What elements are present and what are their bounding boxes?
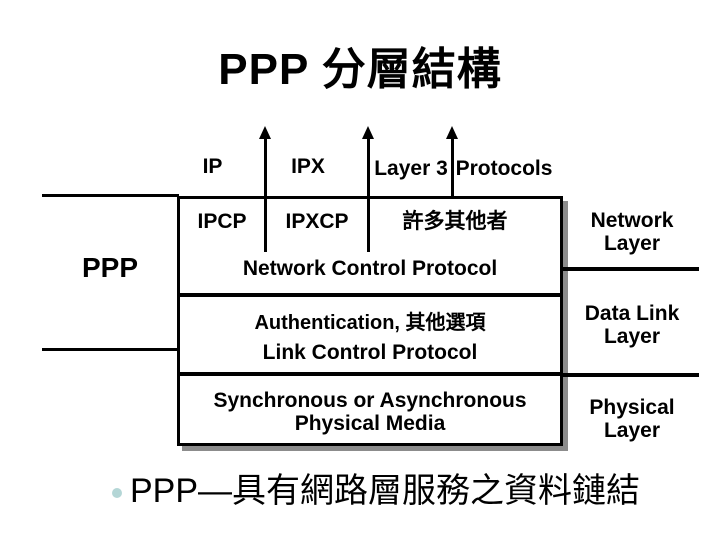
- bullet-text: PPP—具有網路層服務之資料鏈結: [130, 472, 641, 510]
- up-arrow-icon: [362, 126, 374, 139]
- lcp-row-title: Link Control Protocol: [262, 341, 478, 364]
- osi-label-data-link-layer: Data Link Layer: [584, 302, 680, 348]
- lcp-physical-divider-line: [177, 372, 563, 376]
- physical-media-line2: Physical Media: [294, 412, 446, 435]
- slide-title: PPP 分層結構: [218, 45, 502, 94]
- up-arrow-icon: [259, 126, 271, 139]
- datalink-physical-divider-line: [563, 373, 699, 377]
- protocol-stack-box: [177, 196, 563, 446]
- protocol-label-ipx: IPX: [291, 155, 325, 178]
- protocol-label-protocols: Protocols: [455, 157, 553, 180]
- ncp-row-title: Network Control Protocol: [242, 257, 498, 280]
- ncp-lcp-divider-line: [177, 293, 563, 297]
- protocol-label-layer3: Layer 3: [374, 157, 448, 180]
- osi-label-physical-layer: Physical Layer: [589, 396, 675, 442]
- protocol-label-ip: IP: [202, 155, 223, 178]
- ppp-bracket-label: PPP: [81, 252, 139, 283]
- up-arrow-stem-ipx: [367, 138, 370, 252]
- ppp-bracket-top-line: [42, 194, 179, 197]
- osi-label-network-layer: Network Layer: [590, 209, 674, 255]
- up-arrow-stem-ip: [264, 138, 267, 252]
- up-arrow-icon: [446, 126, 458, 139]
- bullet-dot-icon: [112, 488, 122, 498]
- network-datalink-divider-line: [563, 267, 699, 271]
- ppp-bracket-bottom-line: [42, 348, 179, 351]
- lcp-options-text: Authentication, 其他選項: [254, 312, 486, 334]
- physical-media-line1: Synchronous or Asynchronous: [213, 389, 527, 412]
- ncp-cell-many-others: 許多其他者: [402, 210, 508, 233]
- up-arrow-stem-layer3: [451, 138, 454, 198]
- ncp-cell-ipcp: IPCP: [197, 210, 247, 233]
- ncp-cell-ipxcp: IPXCP: [285, 210, 349, 233]
